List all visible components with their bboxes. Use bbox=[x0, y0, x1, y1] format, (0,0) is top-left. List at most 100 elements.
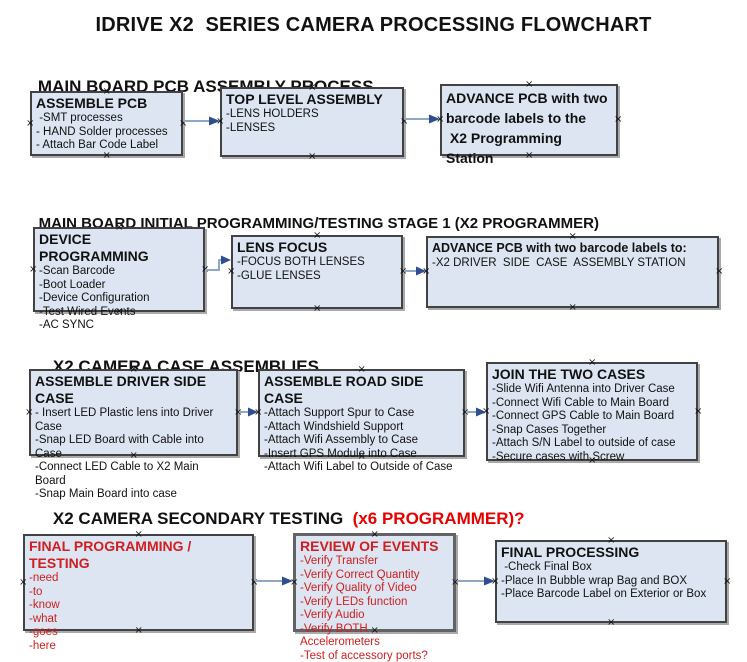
box-items: -Slide Wifi Antenna into Driver Case-Con… bbox=[492, 383, 692, 464]
box-items: -LENS HOLDERS-LENSES bbox=[226, 108, 398, 135]
box-item: -here bbox=[29, 639, 56, 652]
box-item: -Connect LED Cable to X2 Main Board bbox=[35, 461, 202, 487]
box-item: -Device Configuration bbox=[39, 292, 150, 304]
box-item: - HAND Solder processes bbox=[36, 125, 168, 138]
box-item: -AC SYNC bbox=[39, 319, 94, 331]
box-title: ADVANCE PCB with two barcode labels to: bbox=[432, 241, 687, 255]
connection-point-icon: × bbox=[525, 79, 534, 90]
box-item: -X2 DRIVER SIDE CASE ASSEMBLY STATION bbox=[432, 257, 686, 269]
flow-box-lens-focus[interactable]: LENS FOCUS -FOCUS BOTH LENSES-GLUE LENSE… bbox=[227, 231, 407, 314]
box-item: -LENSES bbox=[226, 121, 276, 134]
box-title: ASSEMBLE PCB bbox=[36, 95, 148, 111]
box-item: -Attach Windshield Support bbox=[264, 420, 404, 433]
box-title: FINAL PROGRAMMING / TESTING bbox=[29, 538, 196, 571]
connection-point-icon: × bbox=[588, 357, 597, 368]
connection-point-icon: × bbox=[29, 263, 38, 275]
flow-box-top-level-assembly[interactable]: TOP LEVEL ASSEMBLY -LENS HOLDERS-LENSES … bbox=[216, 83, 408, 162]
box-item: -Scan Barcode bbox=[39, 265, 116, 277]
connection-point-icon: × bbox=[694, 405, 703, 417]
box-item: -Place In Bubble wrap Bag and BOX bbox=[501, 574, 688, 587]
box-item: -LENS HOLDERS bbox=[226, 108, 319, 120]
box-item: -Connect GPS Cable to Main Board bbox=[492, 410, 675, 422]
box-item: -FOCUS BOTH LENSES bbox=[237, 256, 365, 268]
connector-arrow-5[interactable] bbox=[238, 406, 258, 418]
box-item: -Attach S/N Label to outside of case bbox=[492, 437, 676, 449]
box-items: -X2 DRIVER SIDE CASE ASSEMBLY STATION bbox=[432, 257, 713, 271]
box-item: -Verify BOTH Accelerometers bbox=[300, 622, 380, 649]
connection-point-icon: × bbox=[357, 364, 366, 375]
page-title: IDRIVE X2 SERIES CAMERA PROCESSING FLOWC… bbox=[95, 14, 652, 36]
box-item: -Verify Correct Quantity bbox=[300, 568, 420, 581]
flow-box-device-programming[interactable]: DEVICE PROGRAMMING -Scan Barcode-Boot Lo… bbox=[29, 223, 209, 332]
connection-point-icon: × bbox=[715, 266, 724, 277]
section-heading-text: X2 CAMERA SECONDARY TESTING bbox=[52, 509, 353, 528]
flow-box-review-of-events[interactable]: REVIEW OF EVENTS -Verify Transfer-Verify… bbox=[290, 530, 459, 662]
connector-arrow-6[interactable] bbox=[465, 406, 486, 418]
flow-box-final-programming-testing[interactable]: FINAL PROGRAMMING / TESTING -need-to-kno… bbox=[19, 530, 258, 652]
flow-box-advance-pcb-driver-side[interactable]: ADVANCE PCB with two barcode labels to: … bbox=[422, 232, 723, 313]
box-items: -need-to-know-what-goes-here bbox=[29, 572, 248, 653]
connection-point-icon: × bbox=[26, 117, 35, 129]
box-item: -Snap Main Board into case bbox=[35, 488, 177, 500]
section-heading-red-text: (x6 PROGRAMMER)? bbox=[352, 509, 525, 528]
connection-point-icon: × bbox=[102, 150, 111, 161]
box-item: -Verify Quality of Video bbox=[300, 582, 417, 594]
connection-point-icon: × bbox=[614, 114, 623, 125]
connector-arrow-8[interactable] bbox=[456, 575, 495, 587]
box-item: -Verify Transfer bbox=[300, 555, 378, 567]
flow-box-advance-pcb-programming-station[interactable]: ADVANCE PCB with two barcode labels to t… bbox=[436, 79, 622, 167]
box-items: -FOCUS BOTH LENSES-GLUE LENSES bbox=[237, 256, 397, 283]
box-title: FINAL PROCESSING bbox=[501, 544, 640, 560]
box-item: -Attach Support Spur to Case bbox=[264, 407, 415, 419]
flow-box-final-processing[interactable]: FINAL PROCESSING -Check Final Box-Place … bbox=[491, 536, 731, 628]
box-title: DEVICE PROGRAMMING bbox=[39, 231, 149, 264]
connection-point-icon: × bbox=[308, 151, 317, 162]
box-items: -Scan Barcode-Boot Loader-Device Configu… bbox=[39, 265, 199, 333]
connection-point-icon: × bbox=[313, 303, 322, 314]
box-title: JOIN THE TWO CASES bbox=[492, 366, 646, 382]
flow-box-assemble-road-side-case[interactable]: ASSEMBLE ROAD SIDE CASE -Attach Support … bbox=[254, 364, 469, 474]
box-item: - Attach Bar Code Label bbox=[36, 139, 159, 151]
box-title: ASSEMBLE ROAD SIDE CASE bbox=[264, 373, 428, 406]
box-item: -know bbox=[29, 599, 60, 611]
connector-arrow-1[interactable] bbox=[183, 115, 220, 127]
box-item: -Insert GPS Module into Case bbox=[264, 447, 417, 460]
flow-box-assemble-driver-side-case[interactable]: ASSEMBLE DRIVER SIDE CASE - Insert LED P… bbox=[25, 365, 242, 501]
flow-box-join-the-two-cases[interactable]: JOIN THE TWO CASES -Slide Wifi Antenna i… bbox=[482, 357, 702, 466]
box-items: -Verify Transfer-Verify Correct Quantity… bbox=[300, 555, 449, 662]
connection-point-icon: × bbox=[723, 575, 732, 587]
box-item: - Insert LED Plastic lens into Driver Ca… bbox=[35, 407, 217, 433]
box-item: -Snap Cases Together bbox=[492, 423, 607, 436]
box-item: -Snap LED Board with Cable into Case bbox=[35, 434, 207, 460]
box-item: -to bbox=[29, 585, 43, 598]
box-item: -Secure cases with Screw bbox=[492, 450, 625, 463]
box-item: -Test Wired Events bbox=[39, 305, 136, 318]
connector-arrow-7[interactable] bbox=[254, 575, 293, 587]
box-items: - Insert LED Plastic lens into Driver Ca… bbox=[35, 407, 232, 502]
box-title: ADVANCE PCB with two barcode labels to t… bbox=[446, 90, 608, 166]
box-item: -Attach Wifi Label to Outside of Case bbox=[264, 461, 453, 473]
box-item: -need bbox=[29, 572, 59, 584]
box-item: -GLUE LENSES bbox=[237, 269, 321, 282]
box-title: ASSEMBLE DRIVER SIDE CASE bbox=[35, 373, 211, 406]
box-items: -Check Final Box-Place In Bubble wrap Ba… bbox=[501, 561, 721, 602]
box-item: -Test of accessory ports? bbox=[300, 649, 428, 662]
box-item: -what bbox=[29, 612, 58, 625]
box-item: -Connect Wifi Cable to Main Board bbox=[492, 396, 670, 409]
box-item: -Slide Wifi Antenna into Driver Case bbox=[492, 383, 675, 395]
connector-arrow-3[interactable] bbox=[205, 255, 231, 275]
box-items: -SMT processes- HAND Solder processes- A… bbox=[36, 112, 177, 153]
box-title: REVIEW OF EVENTS bbox=[300, 538, 439, 554]
box-items: -Attach Support Spur to Case-Attach Wind… bbox=[264, 407, 459, 475]
box-item: -SMT processes bbox=[36, 112, 123, 124]
connection-point-icon: × bbox=[607, 617, 616, 628]
section-heading-secondary-testing: X2 CAMERA SECONDARY TESTING (x6 PROGRAMM… bbox=[34, 489, 525, 549]
flow-box-assemble-pcb[interactable]: ASSEMBLE PCB -SMT processes- HAND Solder… bbox=[26, 87, 187, 161]
box-item: -Verify Audio bbox=[300, 609, 365, 621]
box-title: LENS FOCUS bbox=[237, 239, 328, 255]
box-item: -Verify LEDs function bbox=[300, 595, 408, 608]
box-item: -Check Final Box bbox=[501, 561, 592, 573]
connector-arrow-4[interactable] bbox=[403, 265, 426, 277]
connector-arrow-2[interactable] bbox=[404, 113, 440, 125]
box-item: -Place Barcode Label on Exterior or Box bbox=[501, 588, 707, 600]
